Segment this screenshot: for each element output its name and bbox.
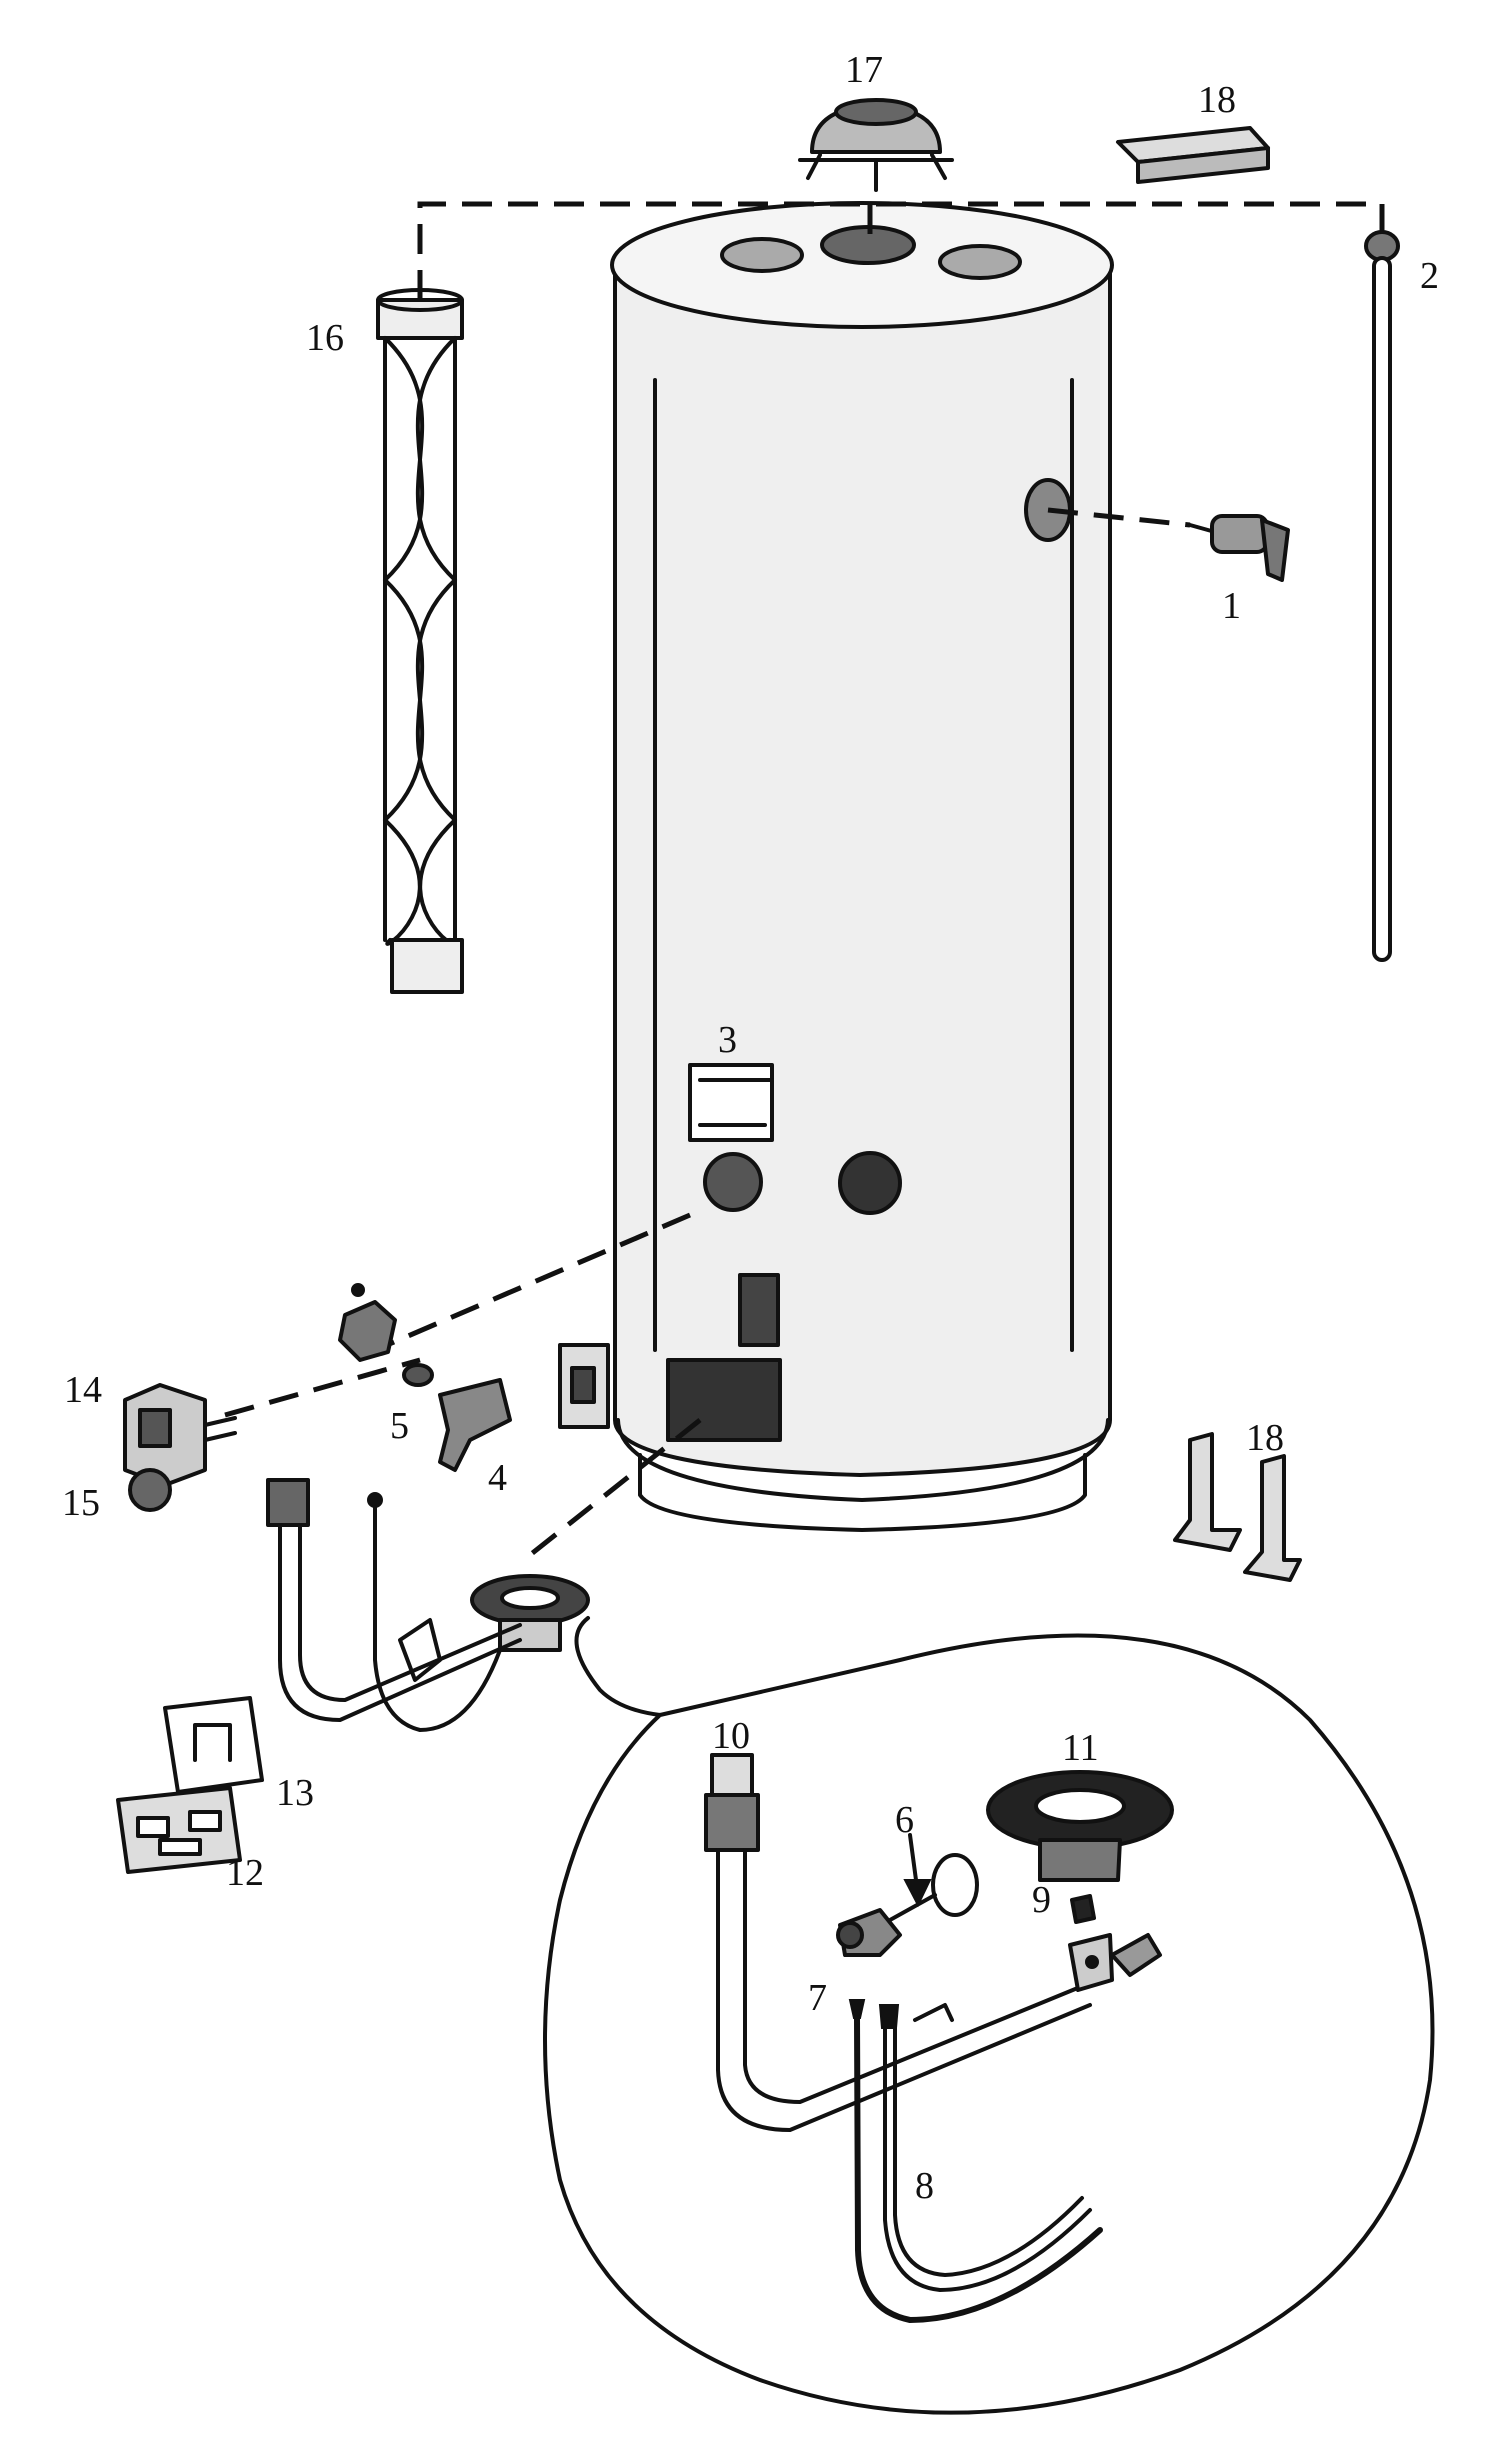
flue-hood (798, 98, 954, 192)
detail-callout (543, 1616, 1435, 2415)
pilot-tube (878, 2004, 1092, 2292)
access-cover (558, 1343, 610, 1429)
label-4: 4 (488, 1457, 507, 1499)
label-10: 10 (712, 1715, 750, 1757)
connection-lines (224, 201, 1385, 1557)
label-18-bottom: 18 (1246, 1417, 1284, 1459)
label-5: 5 (390, 1405, 409, 1447)
flue-baffle (376, 288, 464, 994)
label-1: 1 (1222, 585, 1241, 627)
relief-valve (1188, 514, 1290, 582)
anode-rod (1364, 230, 1400, 962)
drain-valve (338, 1283, 512, 1472)
label-3: 3 (718, 1019, 737, 1061)
pilot-assembly (836, 1833, 979, 1957)
main-burner (986, 1770, 1174, 1882)
label-9: 9 (1032, 1879, 1051, 1921)
label-2: 2 (1420, 255, 1439, 297)
manifold-bracket (913, 1933, 1162, 2022)
label-6: 6 (895, 1799, 914, 1841)
water-heater-tank (610, 201, 1114, 1532)
inner-door (116, 1786, 242, 1874)
label-14: 14 (64, 1369, 102, 1411)
burner-orifice (1070, 1894, 1096, 1924)
label-13: 13 (276, 1772, 314, 1814)
label-16: 16 (306, 317, 344, 359)
rating-plate (688, 1063, 774, 1142)
leg-bracket-top (1116, 126, 1270, 184)
label-18-top: 18 (1198, 79, 1236, 121)
label-15: 15 (62, 1482, 100, 1524)
label-17: 17 (845, 49, 883, 91)
label-11: 11 (1062, 1727, 1099, 1769)
outer-door (163, 1696, 264, 1794)
manifold-tube (704, 1753, 1092, 2132)
label-12: 12 (226, 1852, 264, 1894)
gas-control-valve (123, 1383, 237, 1512)
thermocouple (848, 1999, 1103, 2323)
part-labels: 1 2 3 4 5 6 7 8 9 10 11 12 13 14 15 16 1… (62, 49, 1439, 2207)
label-8: 8 (915, 2165, 934, 2207)
burner-assembly-small (266, 1478, 590, 1732)
label-7: 7 (808, 1977, 827, 2019)
leg-bracket-pair (1173, 1432, 1302, 1582)
